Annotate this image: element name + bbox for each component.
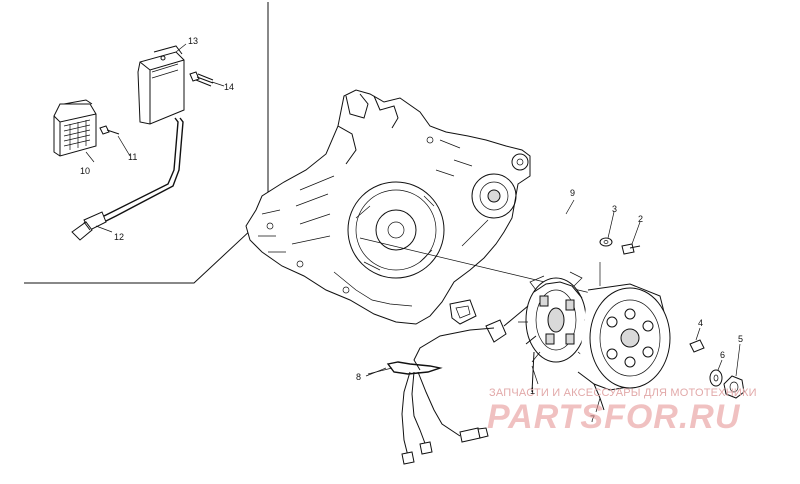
cdi-unit: [137, 45, 185, 125]
leader-lines: [85, 43, 601, 413]
part-label-7: 7: [590, 414, 595, 424]
screw-2: [621, 243, 641, 255]
part-label-6: 6: [720, 350, 725, 360]
part-label-4: 4: [698, 318, 703, 328]
part-label-10: 10: [80, 166, 90, 176]
watermark-subtitle: ЗАПЧАСТИ И АКСЕССУАРЫ ДЛЯ МОТОТЕХНИКИ: [489, 387, 757, 399]
part-label-11: 11: [128, 152, 137, 162]
washer-6: [709, 359, 723, 387]
part-label-3: 3: [612, 204, 617, 214]
part-label-5: 5: [738, 334, 743, 344]
nut-5: [723, 343, 745, 399]
part-label-12: 12: [114, 232, 124, 242]
seal: [449, 299, 477, 325]
flywheel-rotor: [577, 283, 671, 411]
stator: [518, 271, 594, 393]
bolt-14: [189, 71, 214, 87]
part-label-13: 13: [188, 36, 198, 46]
wiring-harness: [367, 305, 529, 465]
key-4: [689, 327, 705, 353]
part-label-9: 9: [570, 188, 575, 198]
part-label-8: 8: [356, 372, 361, 382]
regulator: [53, 99, 97, 157]
part-label-2: 2: [638, 214, 643, 224]
screw-11: [99, 125, 120, 135]
crankcase: [245, 89, 531, 325]
watermark-logo: PARTSFOR.RU: [487, 398, 741, 436]
part-label-14: 14: [224, 82, 234, 92]
part-labels: 13 14 11 10 12 9 3 2 4 6 5 1 7 8: [80, 36, 743, 424]
inset-frame: [24, 2, 269, 284]
washer-3: [599, 237, 613, 247]
leaders-2-3: [607, 211, 641, 245]
part-label-1: 1: [530, 386, 535, 396]
ht-lead: [71, 117, 184, 241]
